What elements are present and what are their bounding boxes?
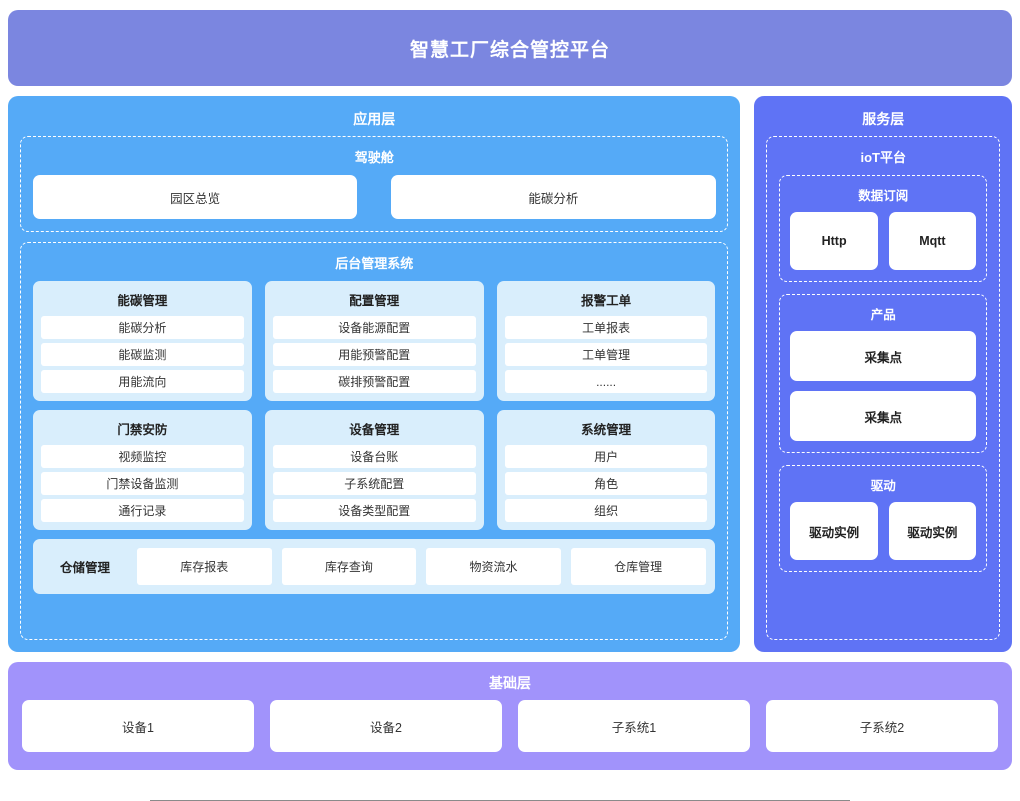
module-item[interactable]: 能碳监测 xyxy=(41,343,244,366)
module-card-access-security: 门禁安防 视频监控 门禁设备监测 通行记录 xyxy=(33,410,252,530)
module-card-row-1: 能碳管理 能碳分析 能碳监测 用能流向 配置管理 设备能源配置 用能预警配置 碳… xyxy=(33,281,716,401)
product-group: 产品 采集点 采集点 xyxy=(779,294,987,453)
product-title: 产品 xyxy=(870,308,896,322)
module-item[interactable]: 设备能源配置 xyxy=(272,316,476,339)
module-card-title: 配置管理 xyxy=(349,294,400,308)
application-layer: 应用层 驾驶舱 园区总览 能碳分析 后台管理系统 能碳管理 能碳分析 能碳监测 xyxy=(8,96,741,652)
iot-platform-group: ioT平台 数据订阅 Http Mqtt 产品 采集点 采集点 驱动 xyxy=(766,136,1000,640)
driver-instance-chip-1[interactable]: 驱动实例 xyxy=(790,502,878,560)
module-card-configuration: 配置管理 设备能源配置 用能预警配置 碳排预警配置 xyxy=(264,281,484,401)
cockpit-item-energy-carbon-analysis[interactable]: 能碳分析 xyxy=(391,175,716,219)
service-layer: 服务层 ioT平台 数据订阅 Http Mqtt 产品 采集点 采集点 驱动 xyxy=(754,96,1012,652)
module-item[interactable]: 角色 xyxy=(504,472,708,495)
collection-point-chip-2[interactable]: 采集点 xyxy=(790,391,976,441)
driver-title: 驱动 xyxy=(870,479,896,493)
module-item[interactable]: 碳排预警配置 xyxy=(272,370,476,393)
module-card-title: 设备管理 xyxy=(349,423,400,437)
module-item[interactable]: 子系统配置 xyxy=(272,472,476,495)
module-item[interactable]: 工单管理 xyxy=(504,343,708,366)
warehouse-management-strip: 仓储管理 库存报表 库存查询 物资流水 仓库管理 xyxy=(33,539,716,594)
module-item[interactable]: 组织 xyxy=(504,499,708,522)
backend-management-group: 后台管理系统 能碳管理 能碳分析 能碳监测 用能流向 配置管理 设备能源配置 用… xyxy=(20,242,729,640)
module-item[interactable]: 门禁设备监测 xyxy=(41,472,244,495)
base-layer-row: 设备1 设备2 子系统1 子系统2 xyxy=(22,700,998,752)
module-item[interactable]: 设备类型配置 xyxy=(272,499,476,522)
data-subscription-group: 数据订阅 Http Mqtt xyxy=(779,175,987,282)
base-item-device-1[interactable]: 设备1 xyxy=(22,700,254,752)
warehouse-item-warehouse-management[interactable]: 仓库管理 xyxy=(570,548,706,585)
module-item[interactable]: 用能流向 xyxy=(41,370,244,393)
cockpit-group: 驾驶舱 园区总览 能碳分析 xyxy=(20,136,729,232)
module-card-alarm-work-order: 报警工单 工单报表 工单管理 ...... xyxy=(496,281,716,401)
module-card-title: 报警工单 xyxy=(581,294,632,308)
module-item[interactable]: 设备台账 xyxy=(272,445,476,468)
collection-point-chip-1[interactable]: 采集点 xyxy=(790,331,976,381)
warehouse-item-inventory-query[interactable]: 库存查询 xyxy=(281,548,417,585)
module-card-system-management: 系统管理 用户 角色 组织 xyxy=(496,410,716,530)
protocol-chip-http[interactable]: Http xyxy=(790,212,878,270)
module-card-title: 门禁安防 xyxy=(117,423,168,437)
cockpit-item-park-overview[interactable]: 园区总览 xyxy=(33,175,358,219)
cockpit-row: 园区总览 能碳分析 xyxy=(33,175,716,219)
base-item-subsystem-2[interactable]: 子系统2 xyxy=(766,700,998,752)
warehouse-item-material-flow[interactable]: 物资流水 xyxy=(426,548,561,585)
module-item[interactable]: 通行记录 xyxy=(41,499,244,522)
page-title: 智慧工厂综合管控平台 xyxy=(409,39,610,61)
data-subscription-title: 数据订阅 xyxy=(858,189,909,203)
platform-title-bar: 智慧工厂综合管控平台 xyxy=(8,10,1012,86)
base-layer: 基础层 设备1 设备2 子系统1 子系统2 xyxy=(8,662,1012,770)
module-item[interactable]: 工单报表 xyxy=(504,316,708,339)
module-card-energy-carbon: 能碳管理 能碳分析 能碳监测 用能流向 xyxy=(33,281,252,401)
iot-platform-title: ioT平台 xyxy=(860,150,906,165)
module-item[interactable]: 用户 xyxy=(504,445,708,468)
driver-instance-chip-2[interactable]: 驱动实例 xyxy=(888,502,977,560)
module-item[interactable]: 用能预警配置 xyxy=(272,343,476,366)
module-card-device-management: 设备管理 设备台账 子系统配置 设备类型配置 xyxy=(264,410,484,530)
cockpit-title: 驾驶舱 xyxy=(354,150,394,165)
driver-group: 驱动 驱动实例 驱动实例 xyxy=(779,465,987,572)
base-item-device-2[interactable]: 设备2 xyxy=(270,700,502,752)
module-card-row-2: 门禁安防 视频监控 门禁设备监测 通行记录 设备管理 设备台账 子系统配置 设备… xyxy=(33,410,716,530)
data-subscription-row: Http Mqtt xyxy=(790,212,977,270)
module-item[interactable]: 视频监控 xyxy=(41,445,244,468)
module-item-ellipsis[interactable]: ...... xyxy=(504,370,708,393)
service-layer-title: 服务层 xyxy=(862,111,905,127)
module-item[interactable]: 能碳分析 xyxy=(41,316,244,339)
warehouse-management-label: 仓储管理 xyxy=(59,561,110,575)
application-layer-title: 应用层 xyxy=(353,111,396,127)
driver-row: 驱动实例 驱动实例 xyxy=(790,502,977,560)
middle-band: 应用层 驾驶舱 园区总览 能碳分析 后台管理系统 能碳管理 能碳分析 能碳监测 xyxy=(8,96,1012,652)
module-card-title: 能碳管理 xyxy=(117,294,168,308)
base-item-subsystem-1[interactable]: 子系统1 xyxy=(518,700,750,752)
backend-management-title: 后台管理系统 xyxy=(335,256,414,271)
module-card-title: 系统管理 xyxy=(581,423,632,437)
base-layer-title: 基础层 xyxy=(489,675,531,691)
protocol-chip-mqtt[interactable]: Mqtt xyxy=(888,212,977,270)
warehouse-item-inventory-report[interactable]: 库存报表 xyxy=(137,548,272,585)
